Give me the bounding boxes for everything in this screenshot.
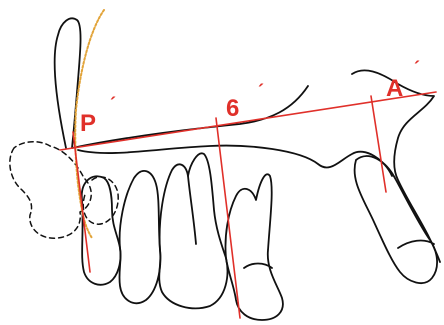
label-p: P bbox=[80, 110, 96, 137]
molar-1-root-split bbox=[188, 176, 196, 244]
label-p-prime: ´ bbox=[110, 94, 116, 114]
molar-2-outline bbox=[225, 174, 282, 320]
label-six-prime: ´ bbox=[258, 81, 264, 101]
premolar-2-outline bbox=[119, 171, 160, 303]
six-vertical-line bbox=[216, 118, 240, 318]
a-vertical-line bbox=[371, 96, 386, 192]
label-six: 6 bbox=[226, 95, 239, 122]
molar-1-outline bbox=[159, 153, 227, 308]
incisor-outline bbox=[55, 18, 81, 148]
label-a: A bbox=[386, 75, 403, 102]
palatal-plane-line bbox=[60, 92, 436, 150]
posterior-tooth-crown bbox=[398, 241, 434, 248]
molar-2-crown-edge bbox=[244, 264, 272, 269]
label-a-prime: ´ bbox=[414, 58, 420, 78]
tuberosity-outline bbox=[78, 146, 392, 176]
